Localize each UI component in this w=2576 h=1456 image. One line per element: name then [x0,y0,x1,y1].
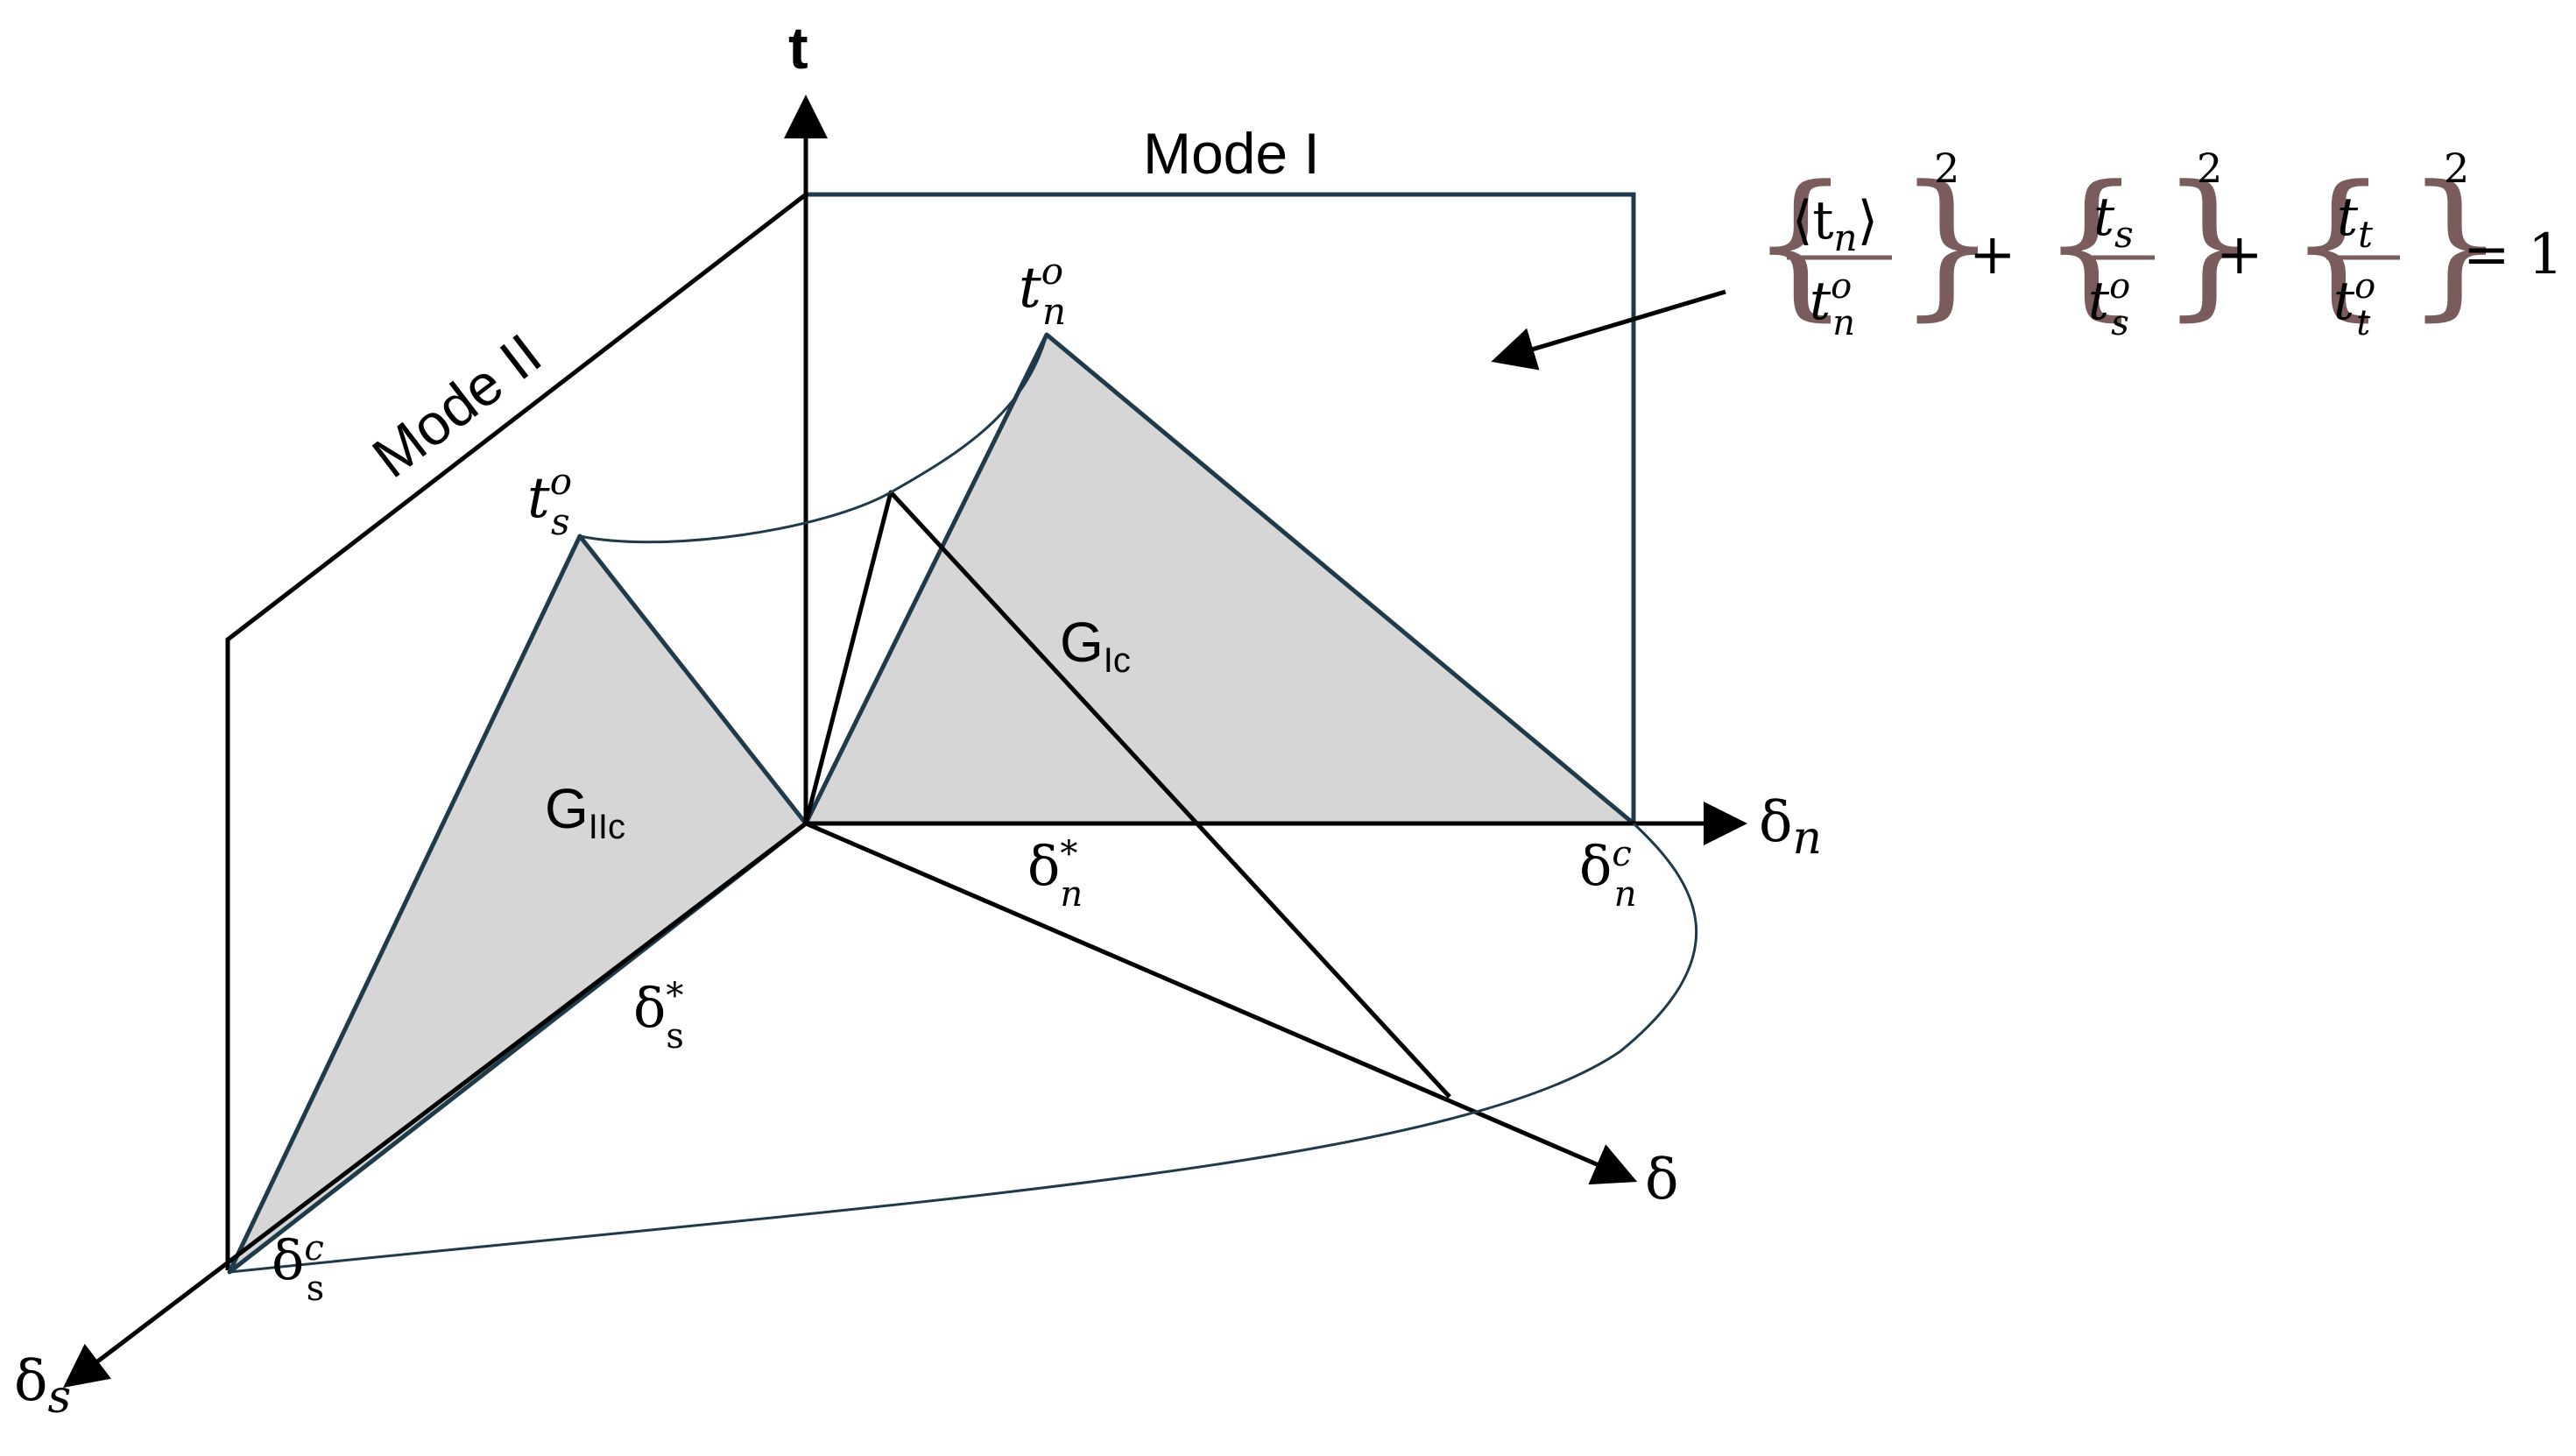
svg-text:= 1: = 1 [2463,223,2564,287]
delta-axis-label: δ [1645,1148,1679,1212]
mode-one-plane-outline [806,192,1636,823]
failure-envelope-curve [229,822,1698,1274]
svg-text:2: 2 [2444,145,2469,192]
svg-text:tos: tos [2088,266,2130,343]
svg-text:⟨tn⟩: ⟨tn⟩ [1792,190,1878,259]
delta-axis [805,821,1638,1185]
svg-text:+: + [2216,223,2263,287]
svg-text:}: } [2160,152,2261,336]
svg-text:{: { [2288,152,2389,336]
g-iic-label: GIIc [545,777,625,846]
svg-text:2: 2 [1934,145,1959,192]
delta-n-axis-label: δn [1759,790,1822,865]
g-iic-triangle [227,534,808,1275]
svg-text:ts: ts [2093,187,2134,256]
svg-text:}: } [2405,152,2506,336]
dn-star-label: δ*n [1027,834,1083,915]
initiation-envelope-curve [579,334,1048,544]
delta-s-axis [63,822,808,1389]
ds-star-label: δ*s [633,976,684,1057]
svg-text:{: { [1750,152,1851,336]
mode-one-label: Mode I [1143,121,1320,186]
mode-two-plane-outline [225,193,808,1270]
equation-pointer-arrow [1491,289,1726,371]
svg-text:+: + [1969,223,2016,287]
svg-text:}: } [1897,152,1998,336]
t-axis-label: t [788,15,808,81]
svg-text:tot: tot [2333,266,2375,343]
g-ic-triangle [803,332,1636,826]
g-ic-label: GIc [1060,611,1131,680]
svg-text:tt: tt [2337,187,2373,256]
delta-s-axis-label: δs [14,1349,71,1424]
svg-text:ton: ton [1810,266,1855,343]
svg-text:{: { [2041,152,2142,336]
svg-text:2: 2 [2197,145,2222,192]
